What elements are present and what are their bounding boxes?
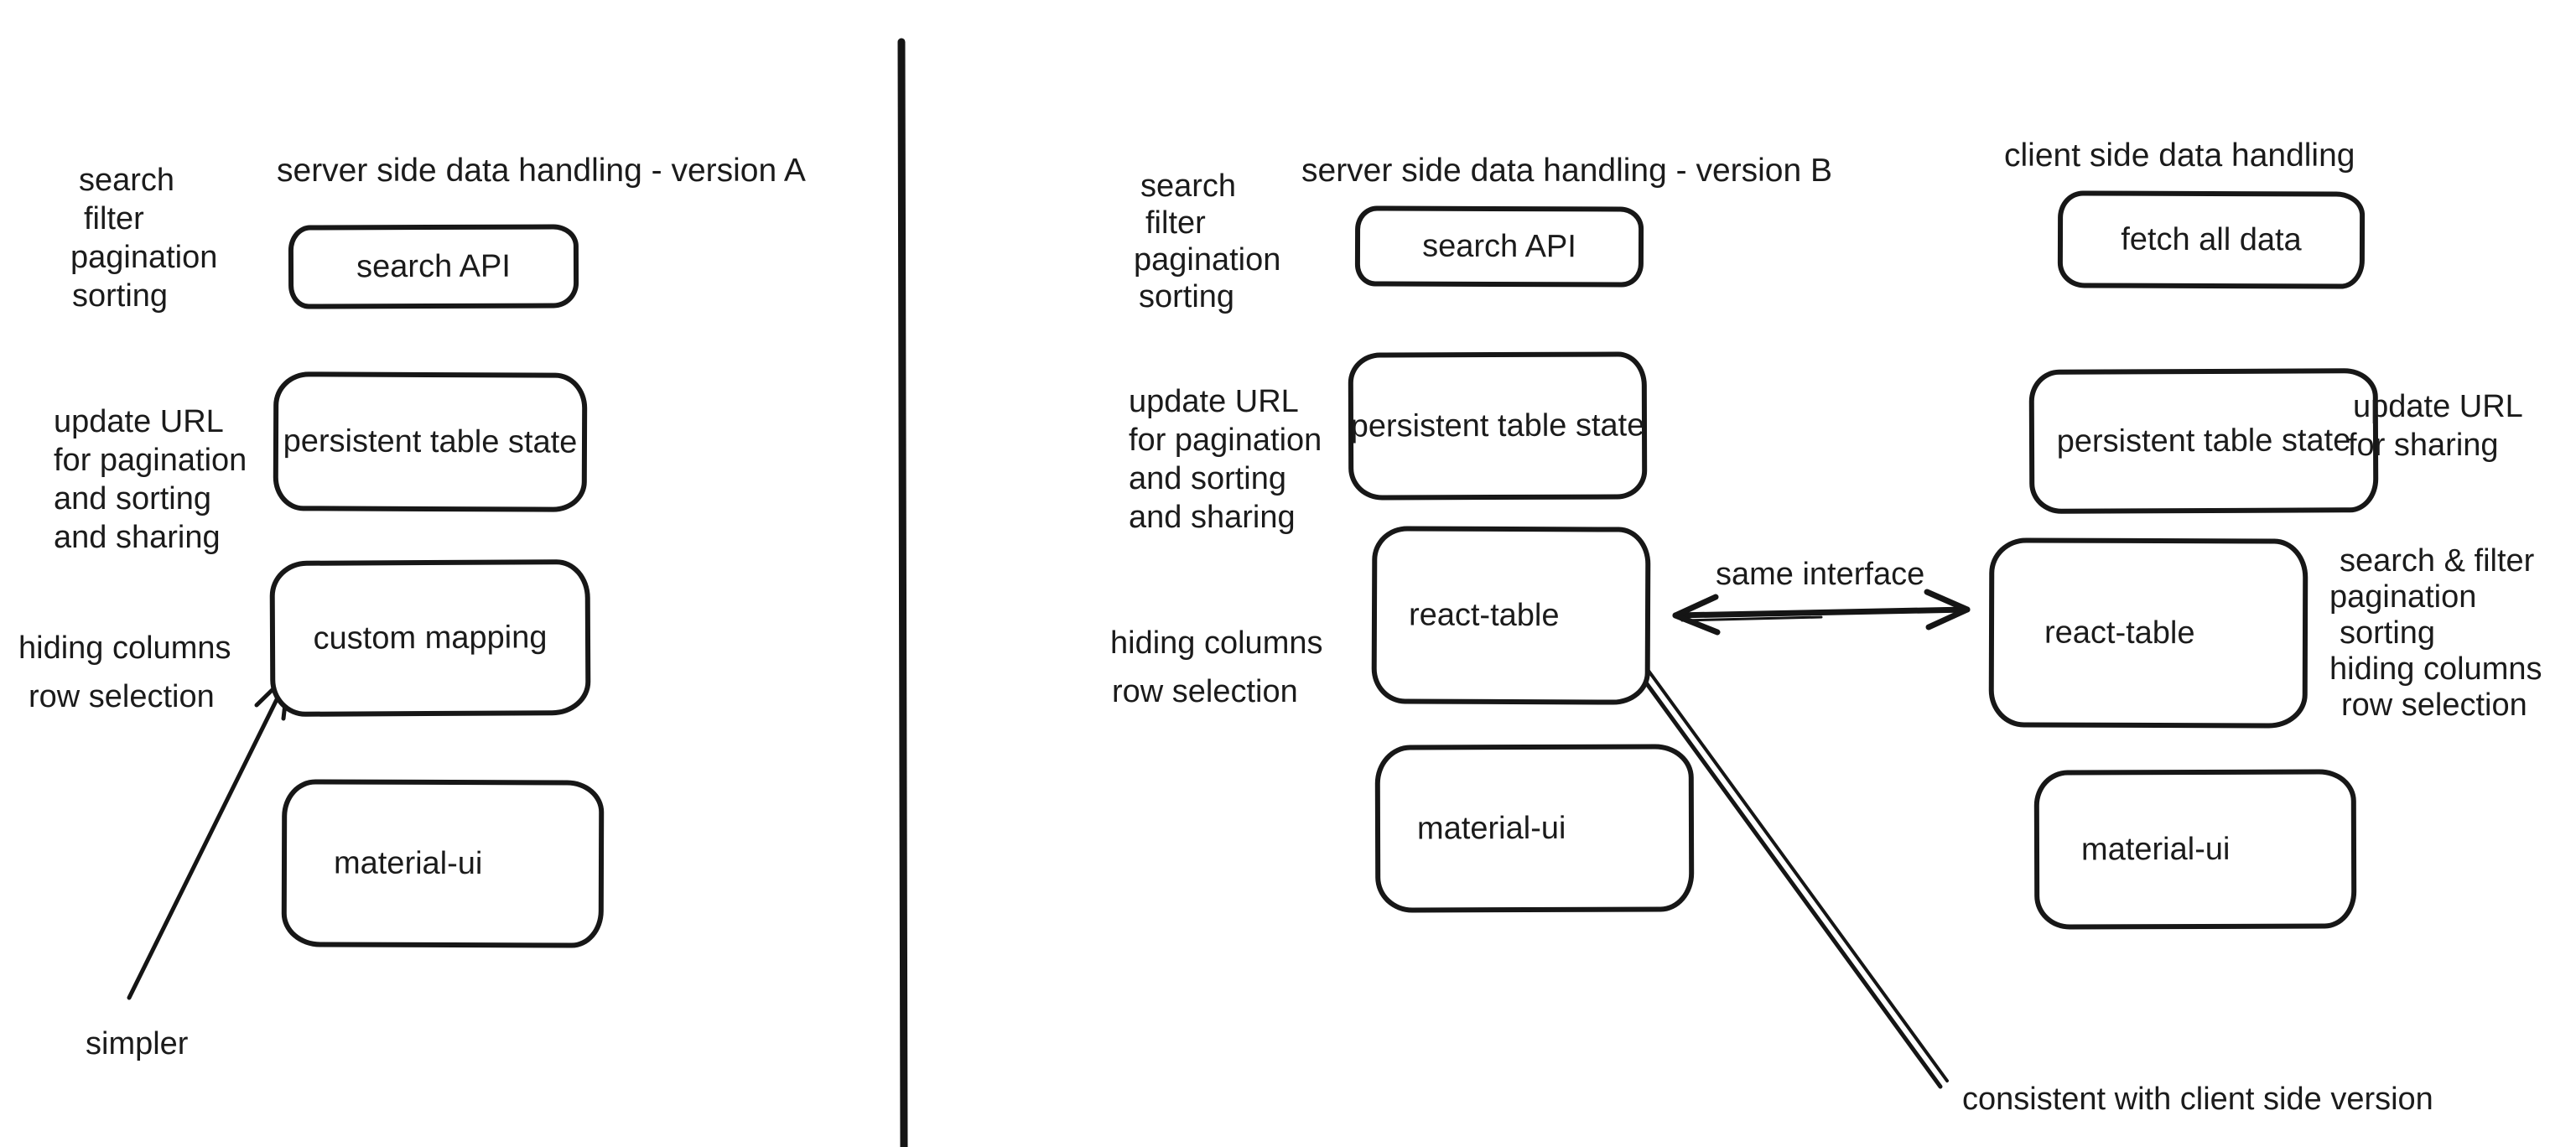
client-side-title: client side data handling <box>2004 138 2355 174</box>
annotation-line: sorting <box>72 278 169 314</box>
annotation-line: sorting <box>2340 615 2436 651</box>
custom-mapping-box: custom mapping <box>269 559 591 717</box>
fetch-all-data-box: fetch all data <box>2057 190 2366 289</box>
annotation-line: sorting <box>1139 279 1235 314</box>
table-features-annotation-b: hiding columns row selection <box>1110 619 1322 716</box>
version-a-title: server side data handling - version A <box>277 153 806 189</box>
section-divider-line <box>897 38 908 1147</box>
box-label: material-ui <box>2080 831 2231 867</box>
annotation-line: row selection <box>1112 674 1298 709</box>
material-ui-box-a: material-ui <box>281 779 605 948</box>
annotation-line: filter <box>1145 205 1206 241</box>
box-label: search API <box>356 248 511 284</box>
features-annotation-c: search & filter pagination sorting hidin… <box>2329 543 2542 724</box>
box-label: persistent table state <box>283 423 578 460</box>
annotation-line: row selection <box>2341 688 2527 723</box>
box-label: fetch all data <box>2121 221 2302 257</box>
react-table-box-b: react-table <box>1371 526 1651 705</box>
annotation-line: search & filter <box>2340 543 2535 579</box>
same-interface-arrow <box>1672 589 1971 636</box>
annotation-line: row selection <box>29 679 215 714</box>
annotation-line: search <box>79 163 175 198</box>
update-url-annotation-b: update URL for pagination and sorting an… <box>1129 382 1322 537</box>
search-api-box-a: search API <box>288 224 579 309</box>
update-url-annotation-a: update URL for pagination and sorting an… <box>54 402 247 557</box>
persistent-table-state-box-a: persistent table state <box>273 371 588 512</box>
box-label: material-ui <box>333 845 483 881</box>
box-label: persistent table state <box>2056 422 2351 459</box>
annotation-line: pagination <box>1134 242 1281 278</box>
box-label: persistent table state <box>1350 407 1645 444</box>
persistent-table-state-box-c: persistent table state <box>2028 368 2379 514</box>
same-interface-label: same interface <box>1716 557 1925 592</box>
annotation-line: update URL <box>1129 384 1299 419</box>
annotation-line: hiding columns <box>1110 625 1323 661</box>
annotation-line: for pagination <box>1129 423 1322 458</box>
annotation-line: and sharing <box>1129 500 1296 535</box>
annotation-line: update URL <box>2353 389 2523 424</box>
annotation-line: hiding columns <box>18 631 231 666</box>
box-label: custom mapping <box>313 619 548 657</box>
annotation-line: and sorting <box>54 481 212 516</box>
simpler-label: simpler <box>86 1026 189 1061</box>
annotation-line: update URL <box>54 404 224 439</box>
annotation-line: pagination <box>2329 579 2477 615</box>
material-ui-box-b: material-ui <box>1374 744 1695 913</box>
material-ui-box-c: material-ui <box>2033 769 2357 930</box>
features-annotation-a: search filter pagination sorting <box>70 161 217 315</box>
annotation-line: for pagination <box>54 443 247 478</box>
annotation-line: for sharing <box>2348 428 2499 463</box>
annotation-line: search <box>1140 169 1237 204</box>
update-url-annotation-c: update URL for sharing <box>2348 387 2523 465</box>
search-api-box-b: search API <box>1354 205 1644 288</box>
react-table-box-c: react-table <box>1988 537 2309 729</box>
features-annotation-b: search filter pagination sorting <box>1134 168 1280 315</box>
box-label: react-table <box>2044 615 2195 651</box>
consistent-with-client-side-label: consistent with client side version <box>1962 1082 2433 1117</box>
annotation-line: and sorting <box>1129 461 1287 496</box>
box-label: search API <box>1422 228 1576 264</box>
annotation-line: hiding columns <box>2329 651 2542 687</box>
simpler-arrow <box>127 672 291 1000</box>
version-b-title: server side data handling - version B <box>1301 153 1833 189</box>
box-label: react-table <box>1408 596 1560 633</box>
annotation-line: pagination <box>70 240 218 275</box>
annotation-line: filter <box>84 201 144 236</box>
persistent-table-state-box-b: persistent table state <box>1348 351 1648 501</box>
table-features-annotation-a: hiding columns row selection <box>18 624 231 721</box>
box-label: material-ui <box>1416 810 1566 846</box>
annotation-line: and sharing <box>54 520 221 555</box>
